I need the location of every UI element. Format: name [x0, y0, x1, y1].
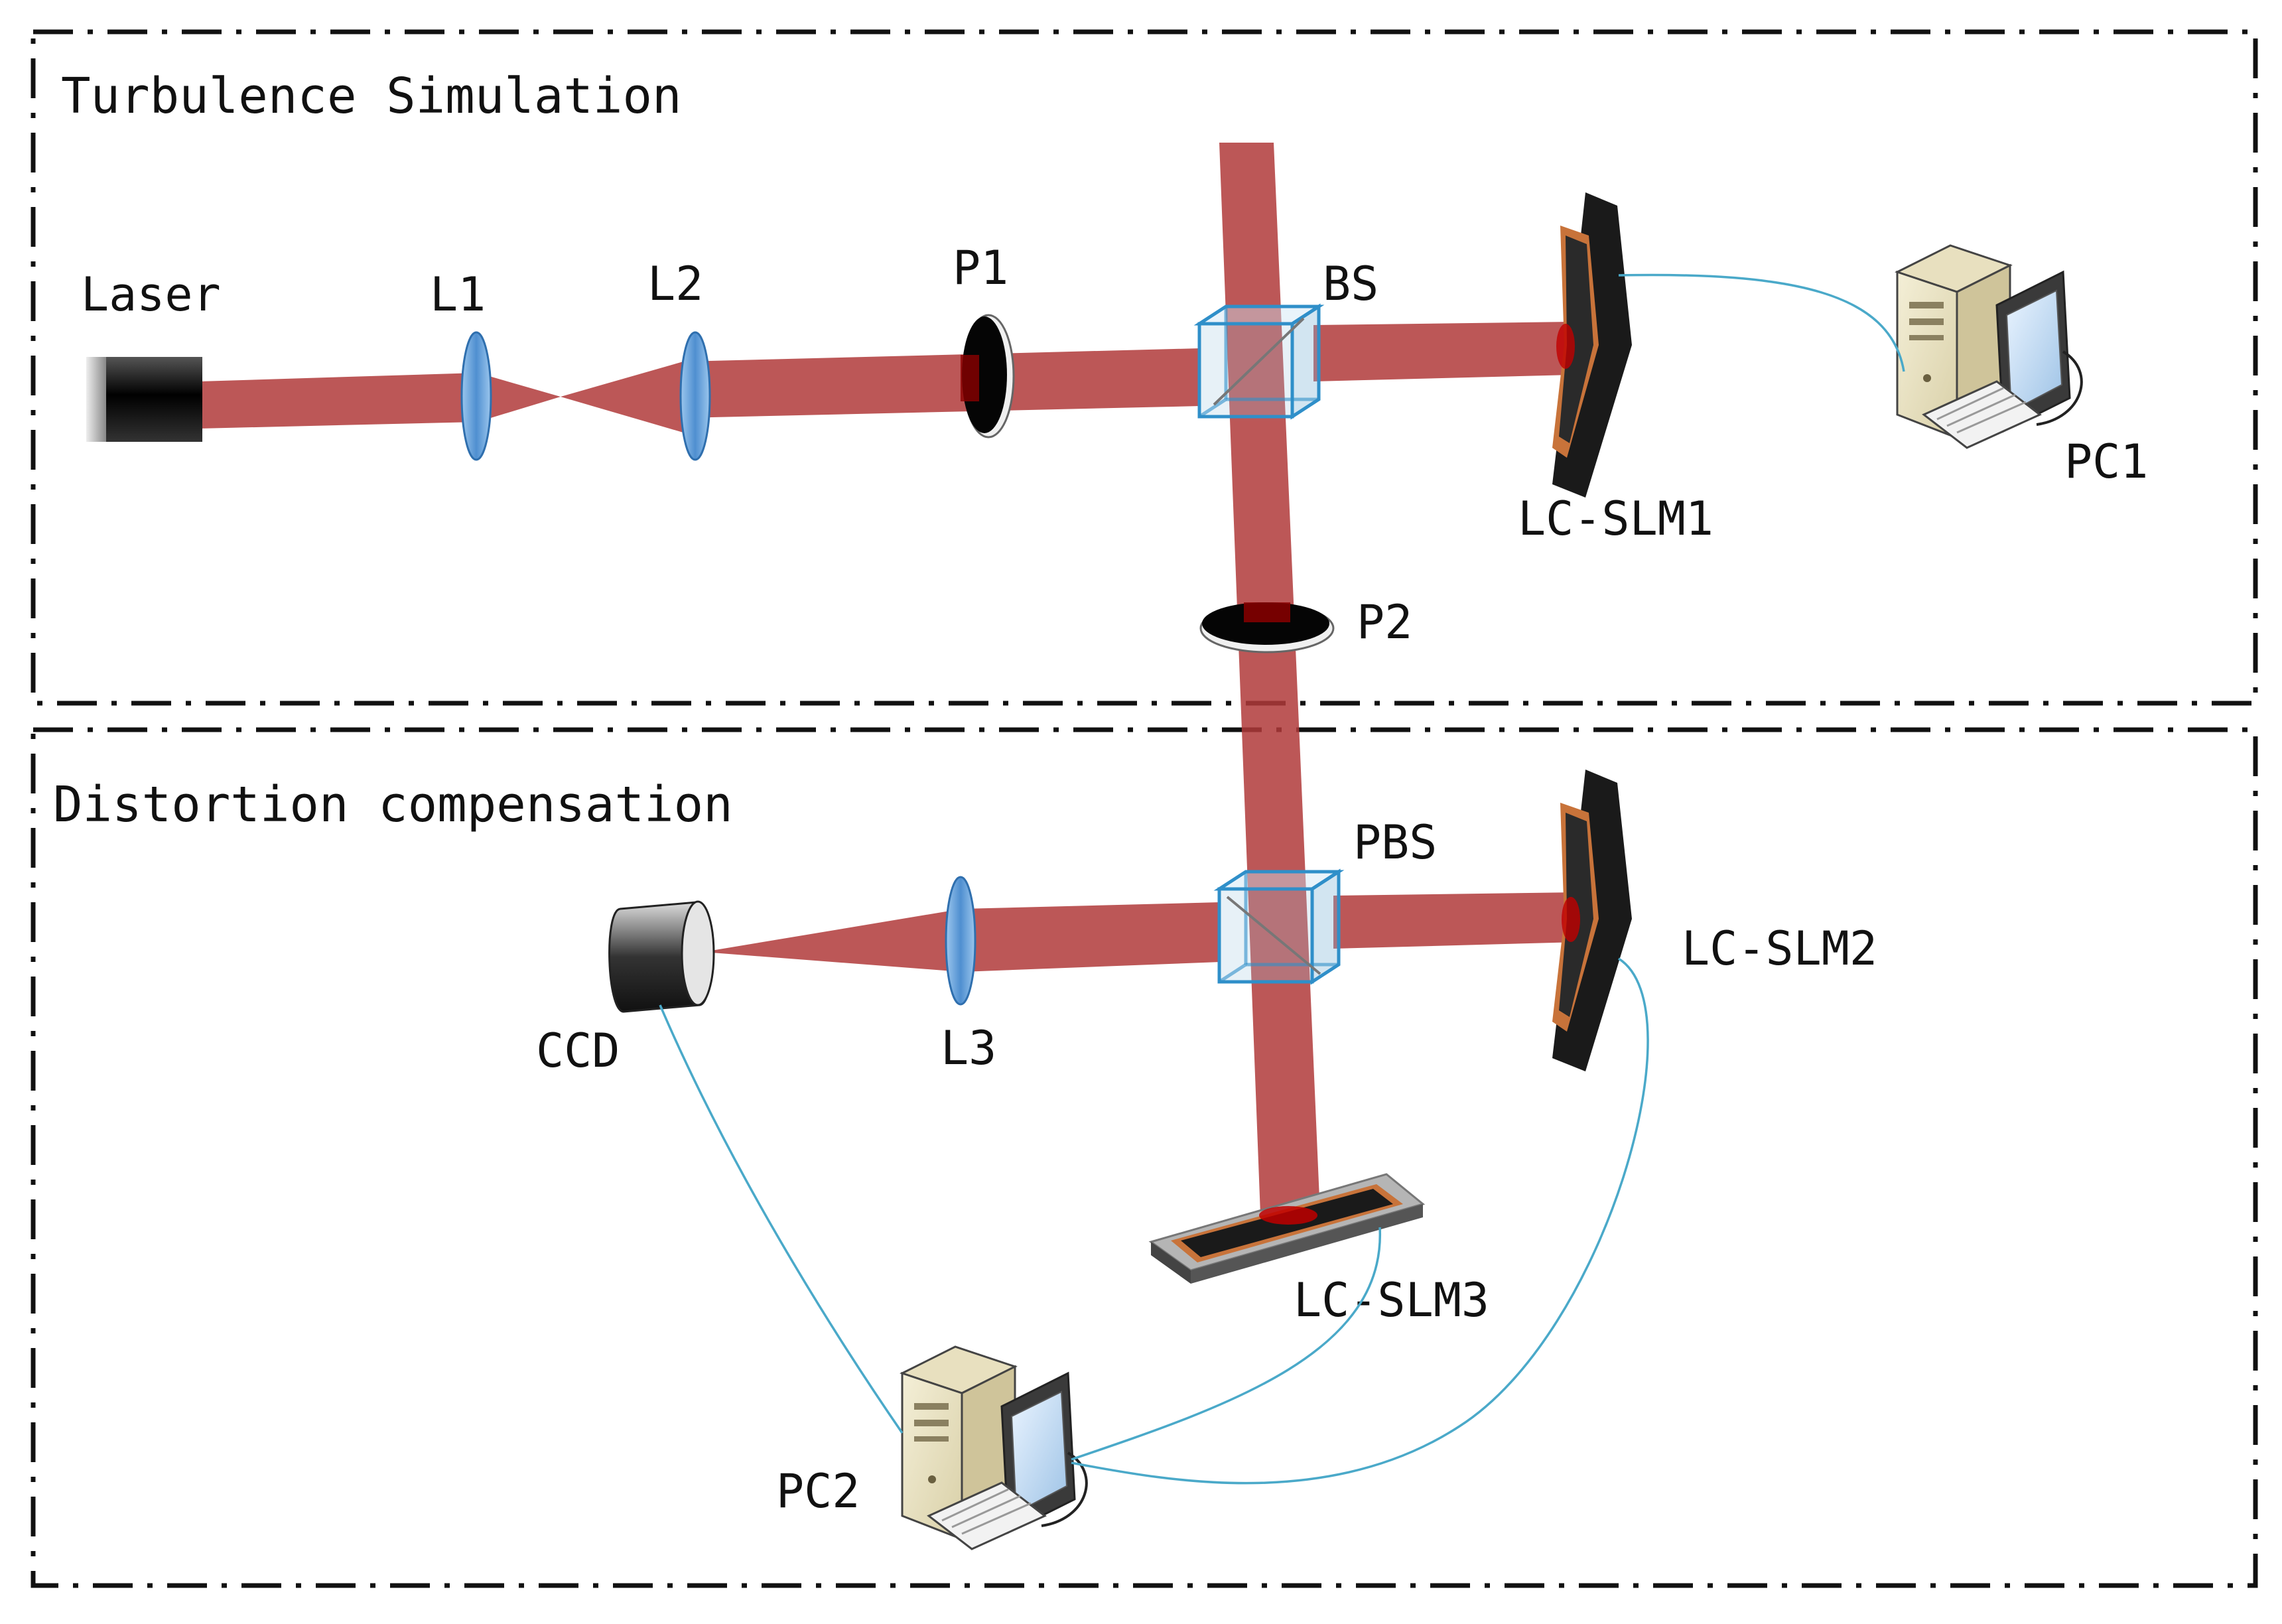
ccd-camera-icon	[608, 900, 715, 1013]
computer-pc2-icon	[901, 1345, 1088, 1550]
data-cables	[659, 273, 1905, 1485]
beam-pbs-l3	[962, 902, 1221, 972]
cable-slm3-pc2	[1071, 1227, 1381, 1461]
beam-pbs-slm2	[1333, 892, 1579, 949]
beam-focus-l2	[561, 362, 683, 433]
distortion-section-frame	[31, 727, 2258, 1588]
lens-l2-label: L2	[647, 257, 703, 311]
beam-splitter-bs-icon	[1193, 303, 1325, 420]
cable-slm2-pc2	[1071, 957, 1649, 1485]
polarizer-p1-icon	[961, 314, 1015, 439]
computer-pc1-icon	[1896, 244, 2083, 449]
laser-label: Laser	[81, 267, 221, 322]
polarizing-beam-splitter-pbs-label: PBS	[1353, 815, 1437, 870]
turbulence-section-frame	[31, 29, 2258, 706]
polarizer-p1-label: P1	[953, 241, 1008, 295]
beam-vertical	[1219, 143, 1320, 1214]
lc-slm2-label: LC-SLM2	[1682, 921, 1877, 976]
lens-l3-label: L3	[941, 1021, 996, 1075]
beam-l1-focus	[478, 373, 561, 422]
lens-l3-icon	[945, 876, 976, 1006]
pc1-label: PC1	[2064, 435, 2148, 489]
cable-slm1-pc1	[1618, 273, 1905, 372]
beam-l3-ccd	[703, 909, 962, 972]
polarizer-p2-icon	[1199, 602, 1335, 653]
turbulence-section-title: Turbulence Simulation	[61, 68, 682, 125]
lc-slm2-icon	[1552, 770, 1632, 1071]
pc2-label: PC2	[776, 1464, 860, 1519]
polarizer-p2-label: P2	[1357, 595, 1412, 649]
polarizing-beam-splitter-pbs-icon	[1213, 868, 1345, 985]
lc-slm3-label: LC-SLM3	[1294, 1273, 1489, 1327]
cable-ccd-pc2	[659, 1004, 904, 1434]
lc-slm1-label: LC-SLM1	[1518, 492, 1713, 546]
laser-icon	[86, 357, 202, 442]
lens-l1-icon	[460, 331, 492, 461]
beam-splitter-bs-label: BS	[1323, 257, 1378, 311]
lens-l1-label: L1	[430, 267, 486, 322]
beam-laser-l1	[199, 373, 478, 429]
beam-bs-slm1	[1313, 322, 1572, 381]
distortion-section-title: Distortion compensation	[53, 776, 733, 833]
laser-beam-paths	[199, 143, 1579, 1214]
beam-l2-bs	[683, 348, 1201, 418]
lens-l2-icon	[679, 331, 711, 461]
lc-slm3-icon	[1148, 1173, 1426, 1284]
ccd-label: CCD	[536, 1024, 620, 1078]
lc-slm1-icon	[1552, 192, 1632, 498]
